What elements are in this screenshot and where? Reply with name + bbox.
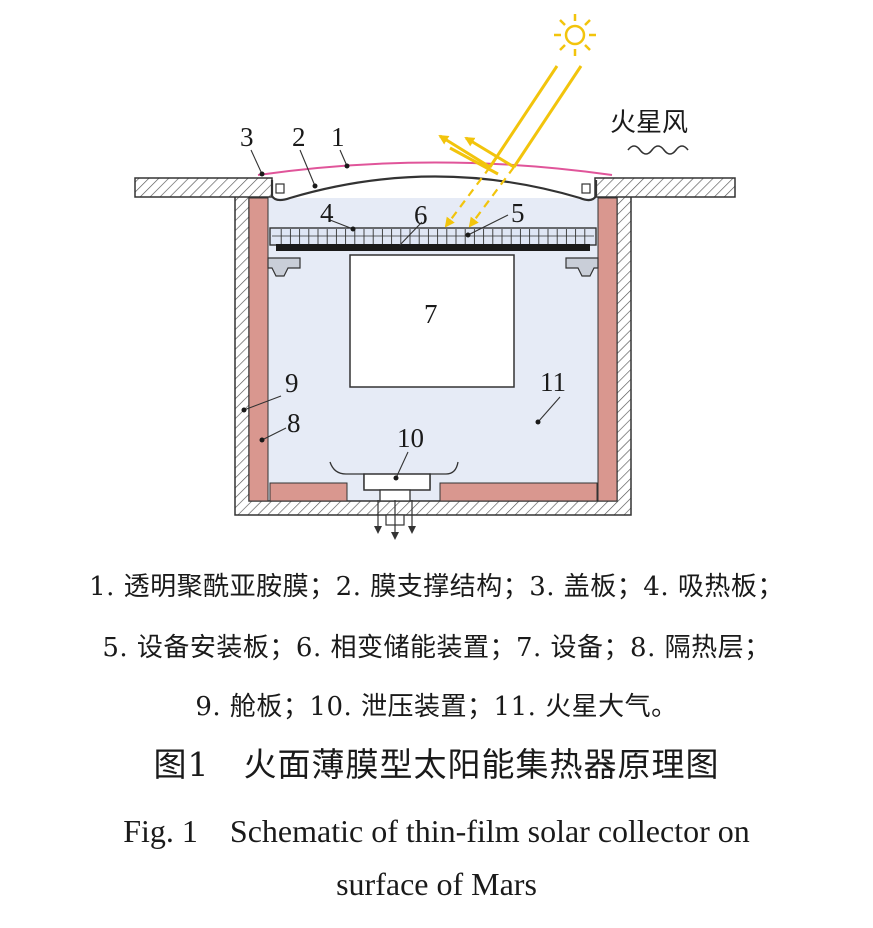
callout-5: 5	[511, 198, 525, 228]
support-clip-right	[581, 183, 591, 194]
callout-4: 4	[320, 198, 334, 228]
figure-caption-english-line-2: surface of Mars	[336, 866, 537, 902]
insulation-bottom-right	[439, 482, 598, 502]
phase-change-storage	[276, 244, 590, 251]
equipment-box	[349, 254, 515, 388]
callout-3: 3	[240, 122, 254, 152]
sun-icon	[554, 14, 596, 56]
leader-lines	[243, 149, 561, 479]
figure-caption-english-line-1: Fig. 1 Schematic of thin-film solar coll…	[123, 813, 750, 849]
callout-9: 9	[285, 368, 299, 398]
collector-schematic: 火星风 1 2 3 4 5 6 7 8 9 10 11	[134, 14, 736, 540]
callout-11: 11	[540, 367, 566, 397]
wind-wave-icon	[627, 145, 689, 155]
film-support-structure	[270, 175, 598, 202]
figure-caption-chinese: 图1 火面薄膜型太阳能集热器原理图	[153, 745, 720, 784]
bracket-right	[565, 257, 599, 277]
absorber-plate	[269, 227, 597, 246]
legend-line-1: 1. 透明聚酰亚胺膜；2. 膜支撑结构；3. 盖板；4. 吸热板；	[89, 572, 784, 602]
polyimide-film	[257, 161, 613, 176]
callout-2: 2	[292, 122, 306, 152]
callout-6: 6	[414, 200, 428, 230]
bracket-left	[267, 257, 301, 277]
leader-dots	[241, 163, 541, 481]
insulation-bottom-left	[269, 482, 348, 502]
absorber-plate-grid	[272, 229, 594, 244]
callout-7: 7	[424, 299, 438, 329]
cover-plate-left	[134, 177, 273, 198]
support-clip-left	[275, 183, 285, 194]
legend-line-2: 5. 设备安装板；6. 相变储能装置；7. 设备；8. 隔热层；	[102, 633, 771, 663]
sunlight-rays	[438, 65, 583, 228]
pressure-relief-device	[329, 461, 459, 540]
wind-label: 火星风	[610, 108, 688, 138]
legend-line-3: 9. 舱板；10. 泄压装置；11. 火星大气。	[195, 692, 678, 722]
callout-10: 10	[397, 423, 424, 453]
callout-8: 8	[287, 408, 301, 438]
cover-plate-right	[594, 177, 736, 198]
insulation-right	[597, 197, 618, 502]
insulation-left	[248, 197, 269, 502]
callout-1: 1	[331, 122, 345, 152]
